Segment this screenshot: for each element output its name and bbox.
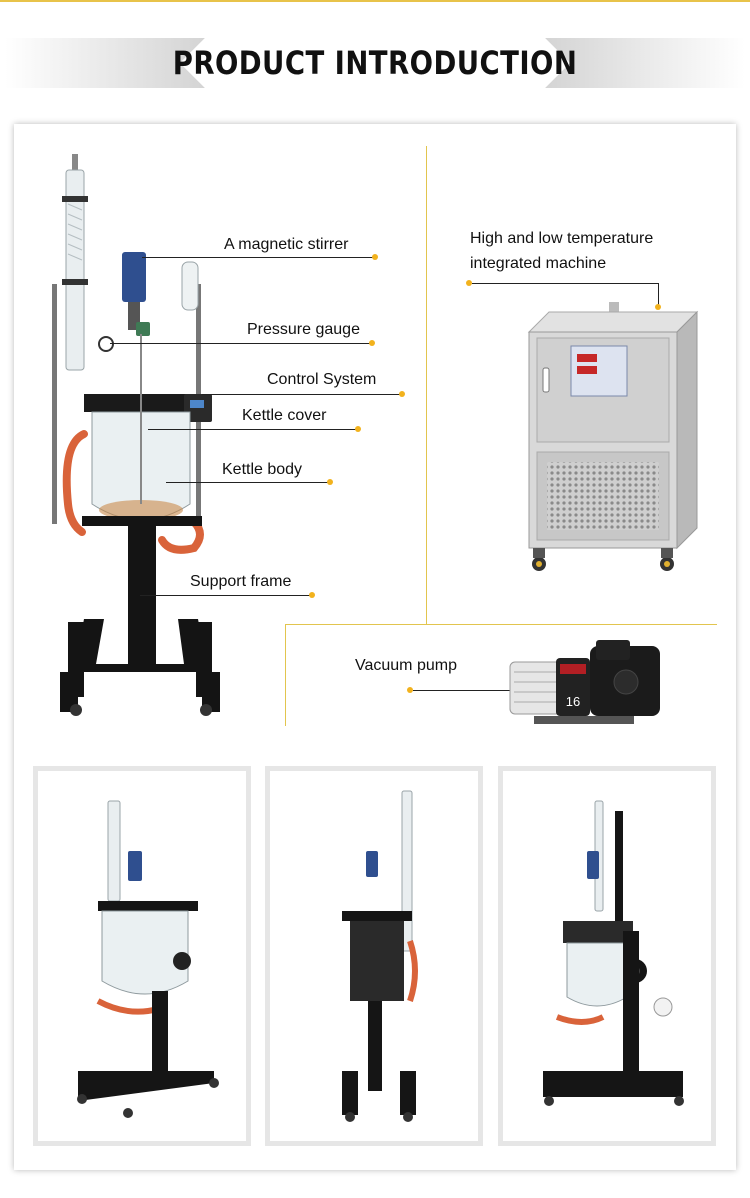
- leader-vacuum-pump: [413, 690, 513, 691]
- divider-vertical-short: [285, 624, 286, 726]
- leader-chiller: [472, 283, 658, 284]
- glass-reactor-image: [52, 154, 220, 716]
- marker-kettle-cover: [355, 426, 361, 432]
- leader-kettle-body: [166, 482, 330, 483]
- marker-magnetic-stirrer: [372, 254, 378, 260]
- divider-horizontal: [285, 624, 717, 625]
- leader-pressure-gauge: [110, 343, 372, 344]
- label-control-system: Control System: [267, 371, 377, 388]
- thumbnail-side-view: [265, 766, 483, 1146]
- marker-support-frame: [309, 592, 315, 598]
- top-accent-line: [0, 0, 750, 2]
- label-kettle-cover: Kettle cover: [242, 407, 327, 424]
- product-panel: A magnetic stirrer Pressure gauge Contro…: [14, 124, 736, 1170]
- marker-pressure-gauge: [369, 340, 375, 346]
- pump-model-text: 16: [566, 694, 580, 709]
- label-kettle-body: Kettle body: [222, 461, 303, 478]
- leader-support-frame: [140, 595, 312, 596]
- thumbnail-front-view: [33, 766, 251, 1146]
- leader-magnetic-stirrer: [142, 257, 375, 258]
- leader-kettle-cover: [148, 429, 358, 430]
- reactor-rear-view-image: [543, 800, 684, 1106]
- label-pressure-gauge: Pressure gauge: [247, 321, 360, 338]
- marker-control-system: [399, 391, 405, 397]
- label-support-frame: Support frame: [190, 573, 292, 590]
- label-magnetic-stirrer: A magnetic stirrer: [224, 236, 349, 253]
- reactor-front-view-image: [77, 800, 219, 1118]
- header-banner: PRODUCT INTRODUCTION: [5, 38, 745, 88]
- marker-vacuum-pump: [407, 687, 413, 693]
- label-chiller-line1: High and low temperature: [470, 230, 654, 247]
- marker-chiller-end: [655, 304, 661, 310]
- reactor-side-view-image: [342, 790, 418, 1122]
- leader-control-system: [202, 394, 402, 395]
- vacuum-pump-image: 16: [509, 640, 660, 724]
- marker-kettle-body: [327, 479, 333, 485]
- marker-chiller: [466, 280, 472, 286]
- banner-background: [5, 38, 745, 88]
- leader-chiller-vertical: [658, 283, 659, 305]
- page-title: PRODUCT INTRODUCTION: [172, 44, 578, 82]
- chiller-image: [527, 302, 699, 571]
- label-vacuum-pump: Vacuum pump: [355, 657, 457, 674]
- thumbnail-rear-view: [498, 766, 716, 1146]
- divider-vertical: [426, 146, 427, 624]
- label-chiller-line2: integrated machine: [470, 255, 607, 272]
